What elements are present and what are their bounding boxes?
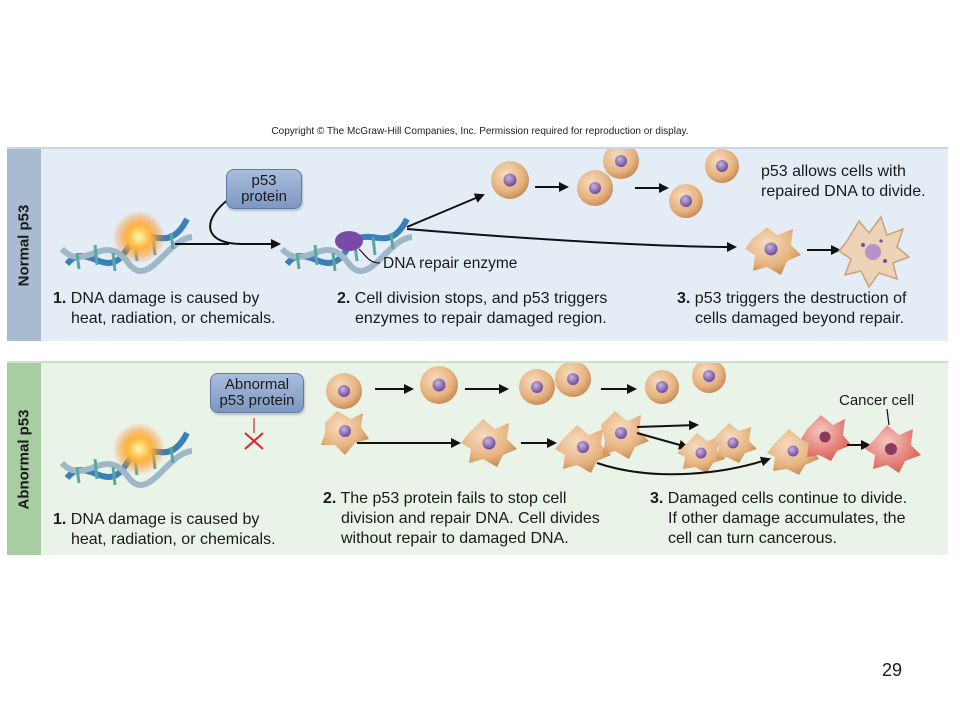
damage-burst-icon [113,211,165,263]
normal-step1-line1: DNA damage is caused by [70,290,260,307]
cancer-cell-label: Cancer cell [839,392,915,409]
page-number: 29 [881,660,902,680]
normal-step3-line1: p53 triggers the destruction of [694,290,907,307]
damaged-cell-pair-icon [555,411,649,473]
normal-step2-line2: enzymes to repair damaged region. [355,310,607,327]
abnormal-step-3: 3. Damaged cells continue to divide. If … [650,489,907,549]
daughter-cell-icon [645,363,726,404]
dividing-cell-icon [519,363,591,405]
abnormal-step2-line1: The p53 protein fails to stop cell [340,490,567,507]
abnormal-protein-line1: Abnormal [224,376,290,393]
step-number: 1. [53,511,67,528]
precancer-cell-pair-icon [767,415,851,475]
abnormal-step-2: 2. The p53 protein fails to stop cell di… [323,489,600,549]
normal-p53-panel: Normal p53 [7,147,948,341]
p53-protein-line1: p53 [251,172,277,189]
destroyed-cell-icon [837,215,911,289]
p53-protein-badge: p53 protein [226,169,302,209]
normal-step-2: 2. Cell division stops, and p53 triggers… [337,289,607,329]
step-number: 3. [650,490,664,507]
divide-note-line1: p53 allows cells with [761,163,906,180]
damage-burst-icon [113,423,165,475]
normal-step1-line2: heat, radiation, or chemicals. [71,310,276,327]
abnormal-step3-line2: If other damage accumulates, the [668,510,906,527]
abnormal-step3-line1: Damaged cells continue to divide. [667,490,908,507]
damaged-cell-icon [461,419,517,467]
daughter-cell-icon [669,149,739,218]
abnormal-protein-line2: p53 protein [219,392,295,409]
arrow-to-division [406,193,485,228]
repair-enzyme-leader [358,248,381,264]
step-number: 3. [677,290,691,307]
abnormal-p53-panel: Abnormal p53 [7,361,948,555]
normal-step3-line2: cells damaged beyond repair. [695,310,905,327]
normal-illustration [59,149,911,289]
abnormal-side-tab: Abnormal p53 [7,363,41,555]
step-number: 1. [53,290,67,307]
abnormal-step-1: 1. DNA damage is caused by heat, radiati… [53,510,276,550]
normal-step2-line1: Cell division stops, and p53 triggers [354,290,608,307]
normal-side-tab: Normal p53 [7,149,41,341]
repair-enzyme-label: DNA repair enzyme [383,255,518,272]
arrow-abnormal-split-1 [636,420,699,431]
arrow-abnormal-long [596,456,771,476]
p53-protein-line2: protein [241,188,287,205]
damaged-cell-icon [745,227,801,275]
arrow-abnormal-split-2 [636,432,689,450]
normal-step-1: 1. DNA damage is caused by heat, radiati… [53,289,276,329]
divide-note-line2: repaired DNA to divide. [761,183,926,200]
repair-enzyme-icon [335,231,363,251]
abnormal-step1-line2: heat, radiation, or chemicals. [71,531,276,548]
abnormal-illustration [59,363,921,488]
divide-note: p53 allows cells with repaired DNA to di… [761,162,926,202]
normal-step-3: 3. p53 triggers the destruction of cells… [677,289,906,329]
abnormal-p53-protein-badge: Abnormal p53 protein [210,373,304,413]
inhibit-x-icon [244,432,264,450]
dividing-cell-icon [577,149,639,206]
step-number: 2. [323,490,337,507]
abnormal-step3-line3: cell can turn cancerous. [668,530,837,547]
abnormal-step1-line1: DNA damage is caused by [70,511,260,528]
arrow-to-destruction [406,228,737,252]
cancer-label-leader [886,408,890,426]
abnormal-step2-line3: without repair to damaged DNA. [341,530,569,547]
p53-action-arrow [209,198,281,249]
healthy-cell-icon [420,366,458,404]
damaged-cell-cluster-icon [677,423,757,473]
abnormal-step2-line2: division and repair DNA. Cell divides [341,510,600,527]
healthy-cell-icon [491,161,529,199]
copyright-notice: Copyright © The McGraw-Hill Companies, I… [271,126,689,137]
dividing-cell-icon [321,373,369,455]
step-number: 2. [337,290,351,307]
cancer-cell-icon [865,425,921,473]
